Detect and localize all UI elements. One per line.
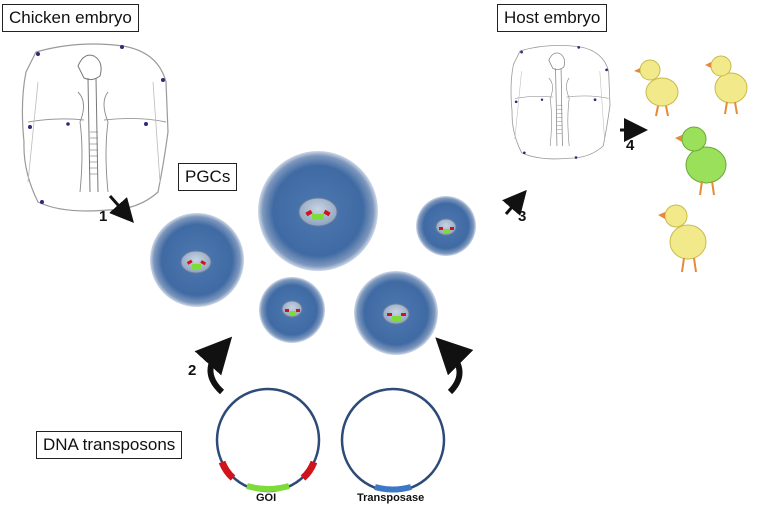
goi-plasmid [215, 387, 321, 493]
step-2-number: 2 [188, 362, 197, 379]
chick-icon [658, 204, 707, 273]
step-4-number: 4 [626, 137, 635, 154]
pgcs-label: PGCs [178, 163, 238, 191]
step-2-curved-arrow-right [435, 337, 474, 395]
host-embryo-label: Host embryo [497, 4, 608, 32]
host-embryo-drawing [510, 44, 611, 160]
pgc-cell-large [258, 151, 378, 271]
chicken-embryo-drawing [21, 43, 169, 212]
pgc-cell-bottom-right [354, 271, 438, 355]
transposase-plasmid [340, 387, 446, 493]
chick-icon [634, 59, 679, 117]
step-2-curved-arrow-left [194, 336, 233, 395]
goi-label: GOI [256, 492, 277, 504]
chick-icon [705, 55, 748, 115]
step-3-arrow [502, 189, 527, 216]
chick-icon [675, 126, 727, 196]
step-3-number: 3 [518, 208, 527, 225]
chicken-embryo-label: Chicken embryo [2, 4, 139, 32]
pgc-cell-right-small [416, 196, 476, 256]
pgc-cell-bottom-small [259, 277, 325, 343]
pgc-cell-left [150, 213, 244, 307]
dna-transposons-label: DNA transposons [36, 431, 183, 459]
step-1-number: 1 [99, 208, 108, 225]
transposase-label: Transposase [357, 492, 425, 504]
step-1-arrow [108, 195, 134, 223]
